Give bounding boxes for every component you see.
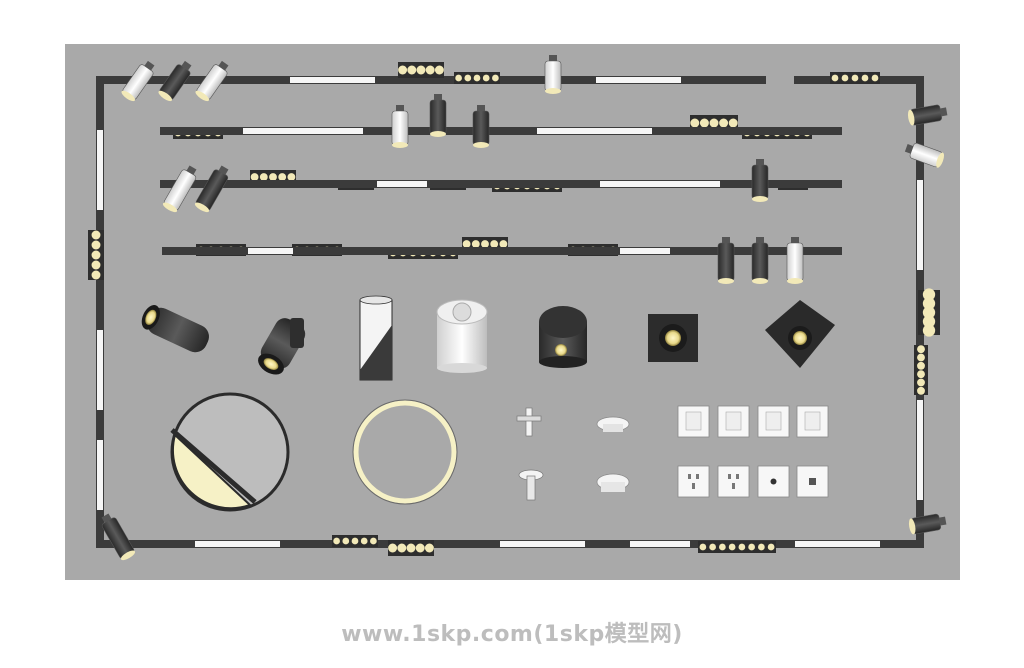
led-grille xyxy=(918,288,940,337)
led-grille xyxy=(388,540,434,556)
led-grille xyxy=(88,230,104,280)
cylinder-spotlight xyxy=(472,105,490,148)
wall-plate-square xyxy=(796,465,829,498)
cylinder-spotlight xyxy=(195,60,229,102)
black-surface-downlight xyxy=(539,306,587,368)
white-downlight-cylinder xyxy=(436,299,488,373)
spring-clip-bottom xyxy=(518,469,544,501)
cylinder-spotlight xyxy=(907,104,948,126)
round-panel-diagonal xyxy=(170,392,290,512)
cylinder-spotlight xyxy=(544,55,562,94)
track-row-1 xyxy=(160,127,842,135)
spring-clip-top xyxy=(516,407,542,437)
led-grille xyxy=(914,345,928,395)
cylinder-spotlight xyxy=(751,237,769,284)
wall-plate-switch xyxy=(717,405,750,438)
cylinder-spotlight xyxy=(391,105,409,148)
track-row-3 xyxy=(162,247,842,255)
square-black-spot-angled xyxy=(765,300,835,368)
led-grille xyxy=(698,541,776,553)
led-grille xyxy=(454,72,500,84)
wall-plate-dot xyxy=(757,465,790,498)
led-grille xyxy=(398,62,444,78)
cylinder-spotlight xyxy=(194,165,229,213)
track-row-2 xyxy=(160,180,842,188)
cylinder-black-white-diagonal xyxy=(359,295,393,381)
cylinder-spotlight xyxy=(717,237,735,284)
wall-plates xyxy=(677,405,829,498)
cylinder-spotlights xyxy=(101,55,948,561)
led-grille xyxy=(332,535,378,547)
wall-plate-switch xyxy=(677,405,710,438)
square-black-downlight xyxy=(648,314,698,362)
wall-plate-socket xyxy=(677,465,710,498)
cylinder-spotlight xyxy=(429,94,447,137)
cylinder-spotlight xyxy=(904,142,945,168)
cylinder-spotlight xyxy=(908,513,947,535)
led-grille xyxy=(830,72,880,84)
adjustable-spot-black-1 xyxy=(141,305,209,353)
recessed-module-bottom xyxy=(596,473,630,492)
cylinder-spotlight xyxy=(158,60,192,102)
cylinder-spotlight xyxy=(101,513,136,561)
ring-pendant-light xyxy=(352,399,458,505)
wall-plate-switch xyxy=(796,405,829,438)
cylinder-spotlight xyxy=(786,237,804,284)
recessed-module-top xyxy=(596,416,630,432)
cylinder-spotlight xyxy=(162,165,197,213)
wall-plate-switch xyxy=(757,405,790,438)
adjustable-spot-black-2 xyxy=(258,318,306,375)
cylinder-spotlight xyxy=(121,60,155,102)
wall-plate-socket xyxy=(717,465,750,498)
cylinder-spotlight xyxy=(751,159,769,202)
